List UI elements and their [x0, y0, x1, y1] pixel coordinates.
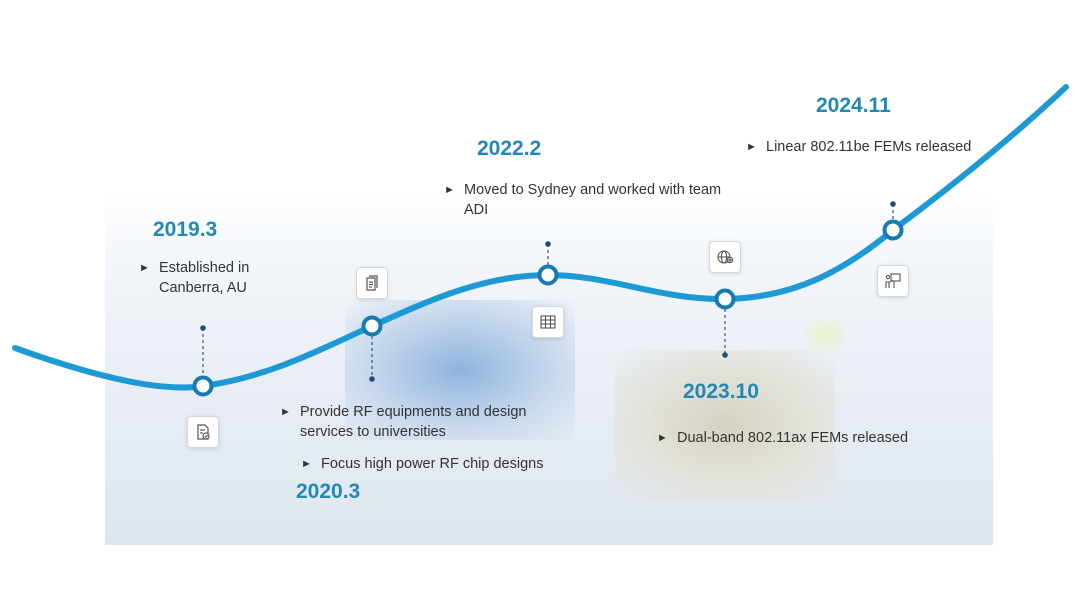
- milestone-2023-text: ► Dual-band 802.11ax FEMs released: [657, 430, 909, 446]
- connector-dots: [200, 201, 896, 382]
- presentation-icon: [877, 265, 909, 297]
- year-2024: 2024.11: [816, 94, 891, 117]
- bullet-icon: ►: [301, 458, 312, 470]
- node-2019: [192, 375, 214, 397]
- node-2020: [361, 315, 383, 337]
- bullet-icon: ►: [280, 406, 291, 418]
- milestone-2020-text: ► Provide RF equipments and design servi…: [280, 404, 527, 440]
- globe-gear-icon: [709, 241, 741, 273]
- server-rack-icon: [532, 306, 564, 338]
- node-2022: [537, 264, 559, 286]
- year-2023: 2023.10: [683, 380, 759, 403]
- milestone-2024-text: ► Linear 802.11be FEMs released: [746, 139, 972, 155]
- node-2024: [882, 219, 904, 241]
- milestone-2020-text-2: ► Focus high power RF chip designs: [301, 456, 544, 472]
- bullet-icon: ►: [139, 262, 150, 274]
- milestone-2022-text: ► Moved to Sydney and worked with team A…: [444, 182, 722, 218]
- milestone-2019-text: ► Established in Canberra, AU: [139, 260, 250, 296]
- node-2023: [714, 288, 736, 310]
- year-2019: 2019.3: [153, 218, 218, 241]
- bullet-icon: ►: [444, 184, 455, 196]
- document-check-icon: [187, 416, 219, 448]
- year-2022: 2022.2: [477, 137, 542, 160]
- document-list-icon: [356, 267, 388, 299]
- bullet-icon: ►: [746, 141, 757, 153]
- timeline-nodes: [192, 219, 904, 397]
- year-2020: 2020.3: [296, 480, 361, 503]
- bullet-icon: ►: [657, 432, 668, 444]
